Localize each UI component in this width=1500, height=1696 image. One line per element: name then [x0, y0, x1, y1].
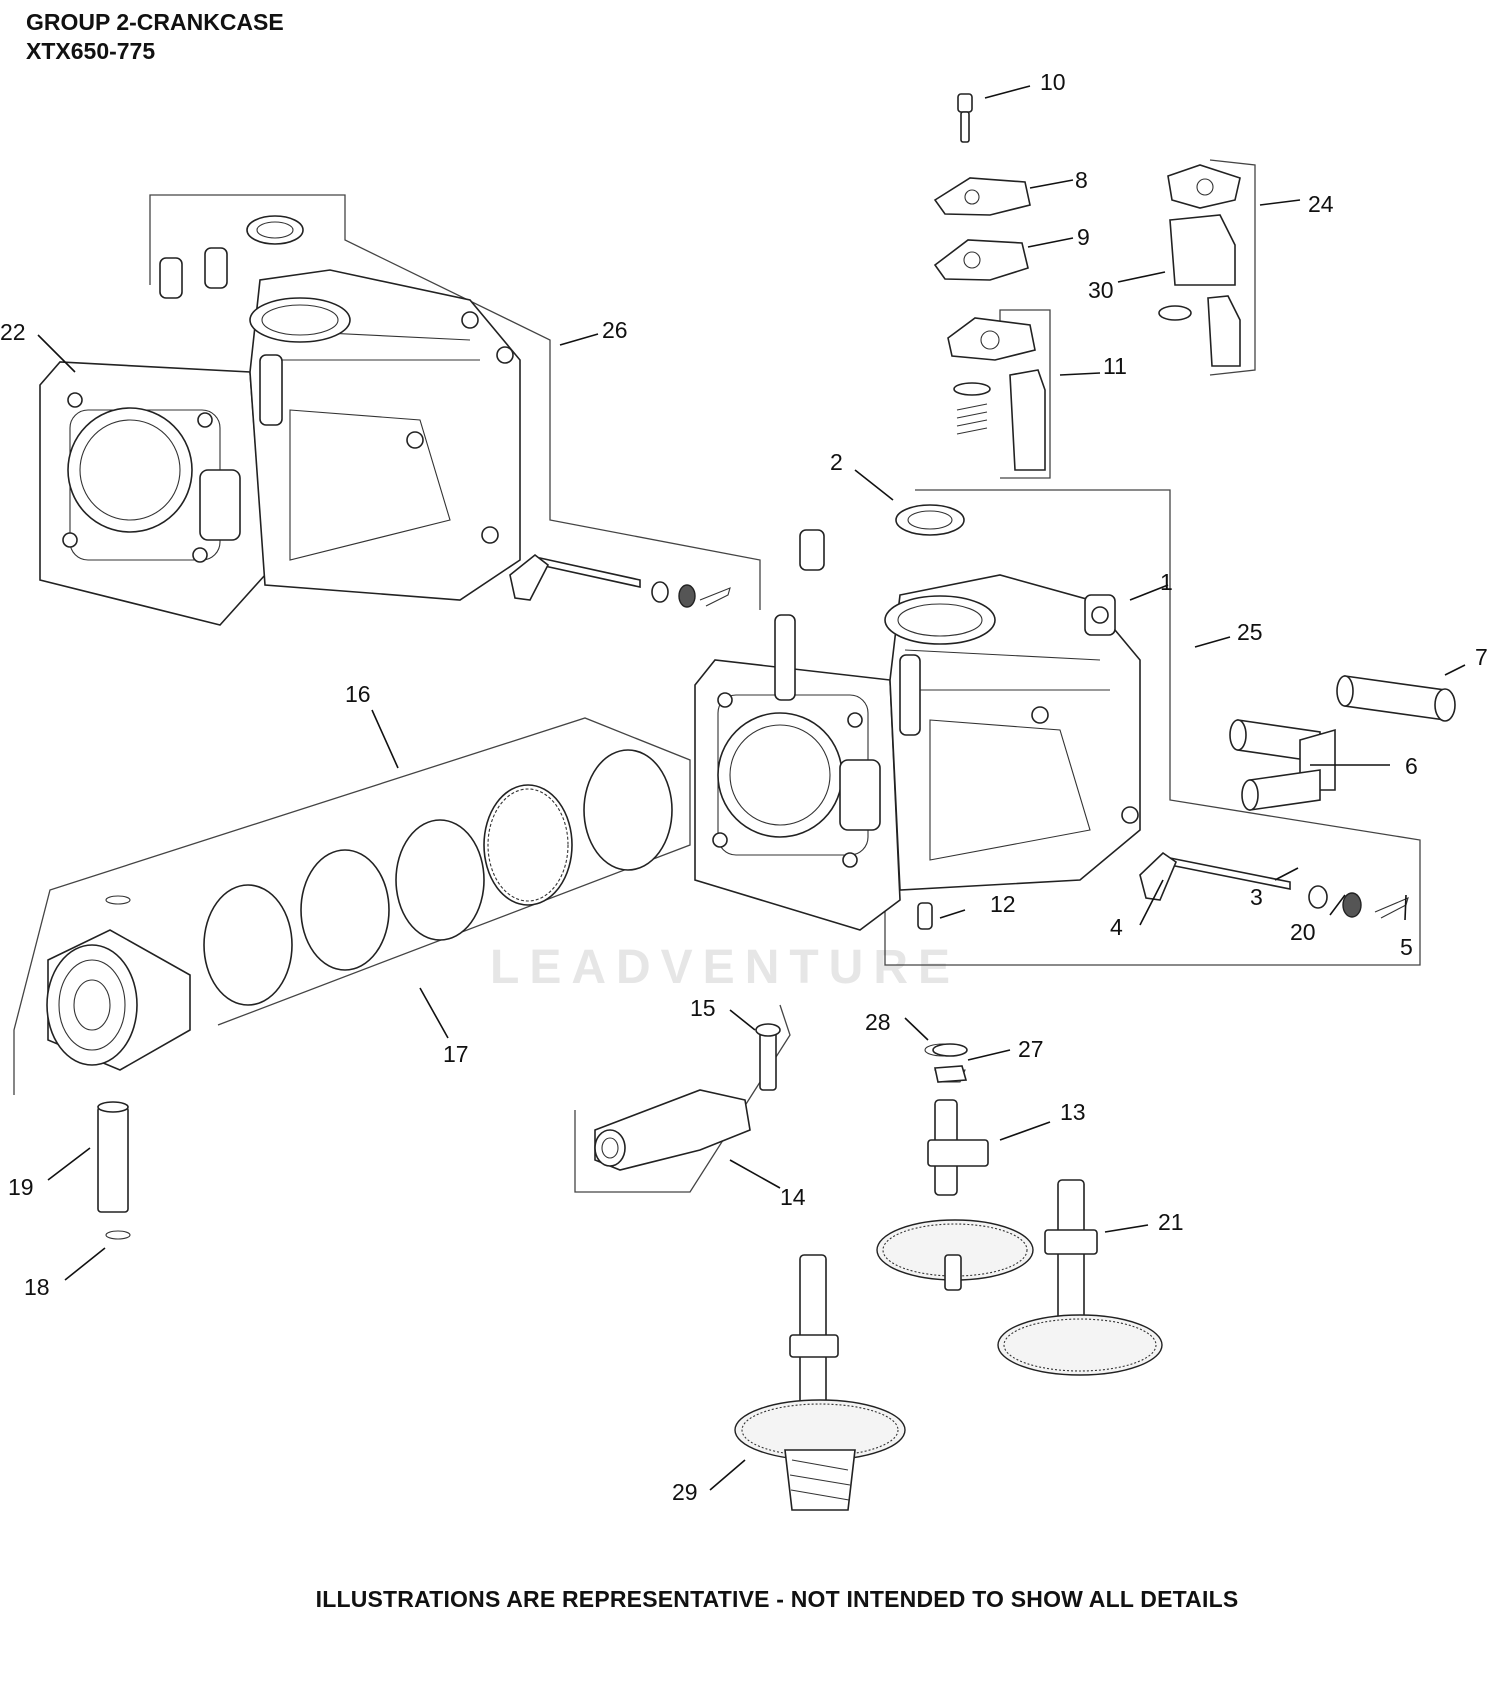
callout-2: 2	[830, 449, 843, 475]
callout-27: 27	[1018, 1036, 1044, 1062]
callout-11: 11	[1103, 353, 1127, 379]
callout-3: 3	[1250, 884, 1263, 910]
gear-21	[997, 1179, 1163, 1376]
piston-assembly	[46, 895, 191, 1240]
callout-9: 9	[1077, 224, 1090, 250]
leader-lines	[37, 85, 1466, 1491]
callout-18: 18	[24, 1274, 50, 1300]
bracket-25	[884, 489, 1421, 966]
callout-4: 4	[1110, 914, 1123, 940]
callout-24: 24	[1308, 191, 1334, 217]
callout-1: 1	[1160, 569, 1173, 595]
callout-16: 16	[345, 681, 371, 707]
crankcase-left	[39, 215, 731, 626]
callout-15: 15	[690, 995, 716, 1021]
callout-5: 5	[1400, 934, 1413, 960]
crankcase-right	[694, 504, 1409, 931]
callout-19: 19	[8, 1174, 34, 1200]
group-title: GROUP 2-CRANKCASE	[26, 9, 284, 35]
bracket-16-17	[13, 717, 691, 1095]
bracket-26	[149, 194, 761, 610]
callout-labels: 1 2 3 4 5 6 7 8 9 10 11 12 13 14 15 16 1…	[0, 69, 1488, 1505]
callout-8: 8	[1075, 167, 1088, 193]
callout-6: 6	[1405, 753, 1418, 779]
callout-12: 12	[990, 891, 1016, 917]
governor-parts	[933, 93, 1241, 471]
callout-20: 20	[1290, 919, 1316, 945]
disclaimer: ILLUSTRATIONS ARE REPRESENTATIVE - NOT I…	[315, 1586, 1239, 1612]
callout-29: 29	[672, 1479, 698, 1505]
callout-10: 10	[1040, 69, 1066, 95]
callout-21: 21	[1158, 1209, 1184, 1235]
callout-13: 13	[1060, 1099, 1086, 1125]
bracket-24	[1209, 159, 1256, 376]
breather-tubes	[1229, 675, 1456, 811]
bracket-11	[999, 309, 1051, 479]
callout-7: 7	[1475, 644, 1488, 670]
connecting-rod	[594, 1023, 781, 1171]
callout-30: 30	[1088, 277, 1114, 303]
gear-29	[734, 1254, 906, 1511]
callout-14: 14	[780, 1184, 806, 1210]
camshaft-13	[876, 1043, 1034, 1291]
callout-17: 17	[443, 1041, 469, 1067]
washers-27-28	[932, 1043, 968, 1083]
callout-28: 28	[865, 1009, 891, 1035]
watermark: LEADVENTURE	[490, 941, 961, 994]
piston-rings	[203, 749, 673, 1006]
callout-26: 26	[602, 317, 628, 343]
bracket-14	[574, 1004, 791, 1193]
model-range: XTX650-775	[26, 38, 156, 64]
callout-22: 22	[0, 319, 26, 345]
diagram-title: GROUP 2-CRANKCASE XTX650-775	[26, 8, 284, 66]
callout-25: 25	[1237, 619, 1263, 645]
